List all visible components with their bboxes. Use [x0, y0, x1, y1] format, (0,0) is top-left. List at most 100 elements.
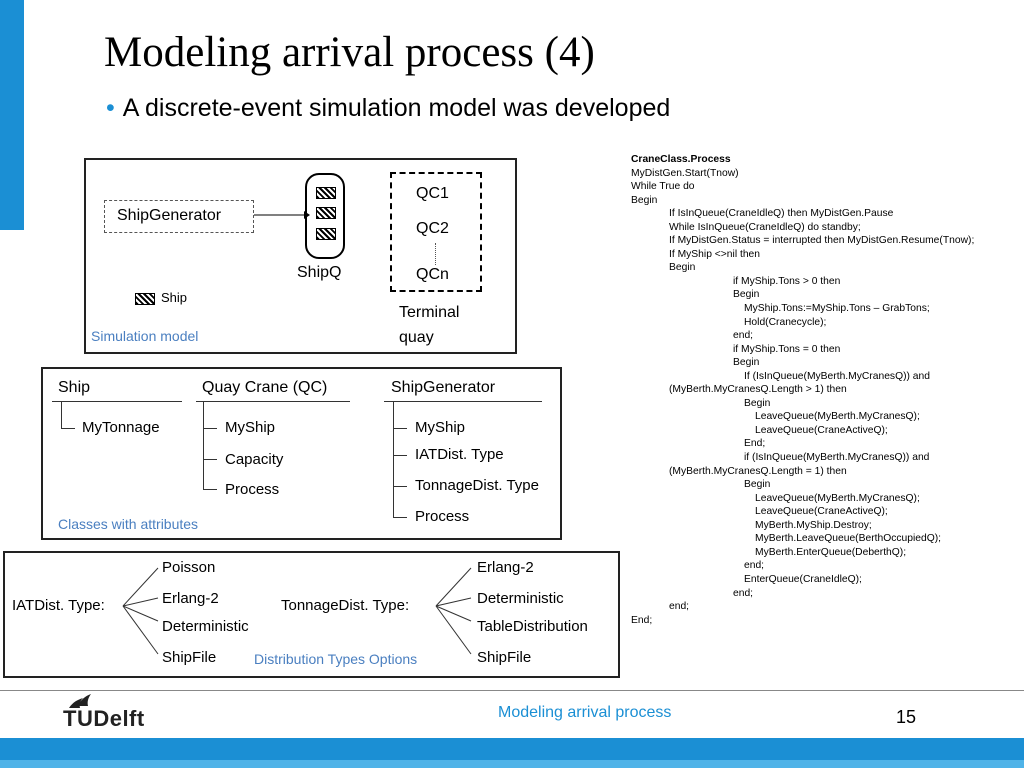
code-line: If MyShip <>nil then: [669, 248, 761, 260]
code-line: end;: [733, 587, 754, 599]
class-qc-header: Quay Crane (QC): [202, 379, 328, 396]
tonnage-option-tabledistribution: TableDistribution: [477, 618, 588, 635]
class-qc-attr-process: Process: [225, 481, 280, 498]
class-shipgen-branch-3: [393, 486, 407, 487]
code-line: While IsInQueue(CraneIdleQ) do standby;: [669, 221, 861, 233]
class-shipgen-tree: [393, 401, 394, 518]
code-line: Begin: [631, 194, 658, 206]
left-accent-strip: [0, 0, 24, 230]
terminal-quay-label: Terminal quay: [399, 304, 460, 346]
code-line: Begin: [733, 289, 760, 301]
iat-option-deterministic: Deterministic: [162, 618, 249, 635]
code-line: MyShip.Tons:=MyShip.Tons – GrabTons;: [744, 303, 930, 315]
tonnage-option-erlang2: Erlang-2: [477, 559, 534, 576]
code-line: end;: [733, 330, 754, 342]
class-shipgen-branch-2: [393, 455, 407, 456]
class-ship-tree: [61, 401, 62, 428]
flame-icon: [69, 694, 91, 708]
class-qc-attr-capacity: Capacity: [225, 451, 284, 468]
tonnage-option-shipfile: ShipFile: [477, 649, 532, 666]
class-ship-underline: [52, 401, 182, 402]
footer-divider: [0, 690, 1024, 691]
class-qc-underline: [196, 401, 350, 402]
code-line: LeaveQueue(CraneActiveQ);: [755, 506, 888, 518]
page-number: 15: [896, 707, 917, 727]
qc2-label: QC2: [416, 220, 449, 237]
qc1-label: QC1: [416, 185, 449, 202]
ship-in-queue-1: [316, 187, 336, 199]
slide-title: Modeling arrival process (4): [104, 29, 595, 76]
distribution-branch-lines: [122, 567, 472, 655]
class-shipgen-branch-4: [393, 517, 407, 518]
class-shipgen-branch-1: [393, 428, 407, 429]
tudelft-logo-text: TUDelft: [63, 706, 145, 731]
code-line: If MyDistGen.Status = interrupted then M…: [669, 235, 975, 247]
qcn-label: QCn: [416, 266, 449, 283]
code-heading: CraneClass.Process: [631, 154, 731, 165]
class-qc-tree: [203, 401, 204, 489]
iat-option-poisson: Poisson: [162, 559, 216, 576]
code-line: LeaveQueue(MyBerth.MyCranesQ);: [755, 492, 920, 504]
ship-in-queue-3: [316, 228, 336, 240]
code-line: Begin: [669, 262, 696, 274]
bullet-item: •A discrete-event simulation model was d…: [106, 94, 670, 123]
class-shipgen-attr-iatdist: IATDist. Type: [415, 446, 504, 463]
code-line: end;: [744, 560, 765, 572]
iat-option-shipfile: ShipFile: [162, 649, 217, 666]
ship-generator-label: ShipGenerator: [117, 207, 222, 224]
code-line: end;: [669, 601, 690, 613]
ship-generator-box: ShipGenerator: [104, 200, 254, 233]
code-line: (MyBerth.MyCranesQ.Length > 1) then: [669, 384, 847, 396]
classes-box: [41, 367, 562, 540]
iat-option-erlang2: Erlang-2: [162, 590, 219, 607]
generator-arrow: [254, 211, 310, 219]
tonnage-option-deterministic: Deterministic: [477, 590, 564, 607]
simulation-model-caption: Simulation model: [91, 328, 199, 344]
shipq-label: ShipQ: [297, 264, 342, 281]
class-qc-branch-2: [203, 459, 217, 460]
code-line: if MyShip.Tons = 0 then: [733, 343, 841, 355]
ship-legend-icon: [135, 293, 155, 305]
code-line: MyDistGen.Start(Tnow): [631, 167, 739, 179]
class-shipgen-attr-myship: MyShip: [415, 419, 466, 436]
iat-dist-type-label: IATDist. Type:: [12, 597, 105, 614]
code-line: End;: [631, 614, 653, 626]
code-line: If (IsInQueue(MyBerth.MyCranesQ)) and: [744, 370, 930, 382]
footer-band-light: [0, 760, 1024, 768]
class-shipgen-attr-tonnagedist: TonnageDist. Type: [415, 477, 539, 494]
code-line: While True do: [631, 181, 695, 193]
classes-caption: Classes with attributes: [58, 516, 199, 532]
tudelft-logo: TUDelft: [63, 692, 173, 734]
simulation-model-box: [84, 158, 517, 354]
code-line: (MyBerth.MyCranesQ.Length = 1) then: [669, 465, 847, 477]
code-line: if (IsInQueue(MyBerth.MyCranesQ)) and: [744, 452, 930, 464]
code-line: MyBerth.LeaveQueue(BerthOccupiedQ);: [755, 533, 942, 545]
code-line: Begin: [744, 479, 771, 491]
distribution-types-caption: Distribution Types Options: [254, 651, 418, 667]
bullet-dot: •: [106, 94, 115, 122]
code-line: Begin: [733, 357, 760, 369]
ship-legend-label: Ship: [161, 290, 188, 305]
ship-in-queue-2: [316, 207, 336, 219]
quay-cranes-group: [390, 172, 482, 292]
code-line: If IsInQueue(CraneIdleQ) then MyDistGen.…: [669, 208, 894, 220]
class-qc-branch-3: [203, 489, 217, 490]
code-line: EnterQueue(CraneIdleQ);: [744, 573, 862, 585]
class-qc-attr-myship: MyShip: [225, 419, 276, 436]
qc-dotted-connector: [435, 243, 436, 265]
code-line: Hold(Cranecycle);: [744, 316, 827, 328]
bullet-text: A discrete-event simulation model was de…: [122, 94, 671, 122]
shipq-container: [305, 173, 345, 259]
class-shipgen-underline: [384, 401, 542, 402]
code-line: End;: [744, 438, 766, 450]
code-line: LeaveQueue(CraneActiveQ);: [755, 424, 888, 436]
class-ship-attr-mytonnage: MyTonnage: [82, 419, 160, 436]
class-shipgen-header: ShipGenerator: [391, 379, 496, 396]
tonnage-dist-type-label: TonnageDist. Type:: [281, 597, 410, 614]
footer-title: Modeling arrival process: [498, 704, 672, 721]
code-line: if MyShip.Tons > 0 then: [733, 275, 841, 287]
class-ship-branch: [61, 428, 75, 429]
class-qc-branch-1: [203, 428, 217, 429]
class-ship-header: Ship: [58, 379, 91, 396]
